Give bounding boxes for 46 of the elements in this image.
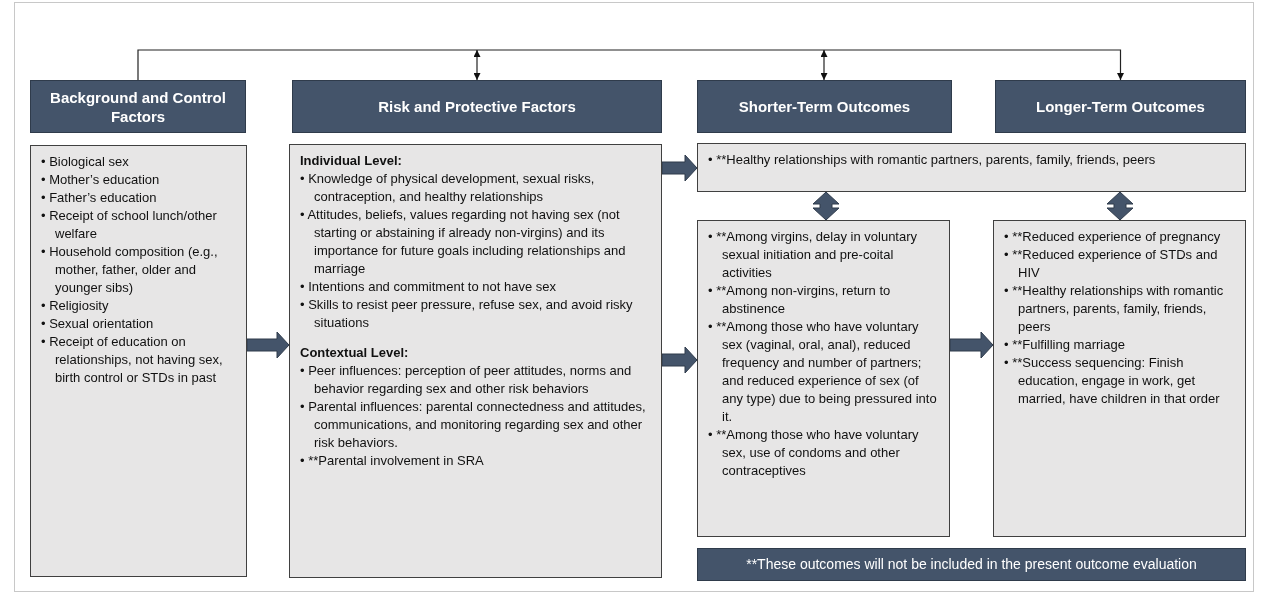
bullet-text: • **Healthy relationships with romantic partners, parents, family, friends, peers — [1004, 282, 1225, 336]
bullet-text: • Skills to resist peer pressure, refuse sex, and avoid risky situations — [300, 296, 634, 332]
list-box — [30, 145, 247, 577]
level-heading: Individual Level: — [300, 152, 403, 170]
arrow — [137, 49, 1124, 81]
header-box: Shorter-Term Outcomes — [697, 80, 952, 133]
bullet-text: • Peer influences: perception of peer attitudes, norms and behavior regarding sex and other risk behaviors — [300, 362, 633, 398]
arrow — [820, 49, 828, 81]
bullet-text: • **Success sequencing: Finish education, engage in work, get married, have children in that order — [1004, 354, 1221, 408]
bullet-text: • **Among those who have voluntary sex, use of condoms and other contraceptives — [708, 426, 920, 480]
list-box — [697, 220, 950, 537]
block-arrow — [246, 331, 290, 359]
bullet-text: • Biological sex — [41, 153, 130, 171]
bullet-text: • Intentions and commitment to not have sex — [300, 278, 558, 296]
bullet-text: • Household composition (e.g., mother, father, older and younger sibs) — [41, 243, 219, 297]
block-arrow — [1106, 191, 1134, 221]
level-heading: Contextual Level: — [300, 344, 410, 362]
bullet-text: • **Among those who have voluntary sex (vaginal, oral, anal), reduced frequency and number of partners; and reduced experience of sex (of any type) due to being pressured into it. — [708, 318, 938, 426]
bullet-text: • Receipt of school lunch/other welfare — [41, 207, 218, 243]
bullet-text: • Receipt of education on relationships, not having sex, birth control or STDs in past — [41, 333, 224, 387]
header-box: Risk and Protective Factors — [292, 80, 662, 133]
bullet-text: • **Reduced experience of pregnancy — [1004, 228, 1222, 246]
bullet-text: • Attitudes, beliefs, values regarding not having sex (not starting or abstaining if already non-virgins) and its importance for future goals including relationships and marriage — [300, 206, 627, 278]
list-box — [993, 220, 1246, 537]
block-arrow — [812, 191, 840, 221]
block-arrow — [949, 331, 994, 359]
bullet-text: • Mother’s education — [41, 171, 161, 189]
block-arrow — [661, 154, 698, 182]
bullet-text: • Parental influences: parental connectedness and attitudes, communications, and monitoring regarding sex and other risk behaviors. — [300, 398, 647, 452]
header-box: Longer-Term Outcomes — [995, 80, 1246, 133]
bullet-text: • **Among non-virgins, return to abstinence — [708, 282, 892, 318]
bullet-text: • Religiosity — [41, 297, 110, 315]
bullet-text: • Sexual orientation — [41, 315, 155, 333]
block-arrow — [661, 346, 698, 374]
list-box — [697, 143, 1246, 192]
bullet-text: • **Reduced experience of STDs and HIV — [1004, 246, 1219, 282]
bullet-text: • **Healthy relationships with romantic partners, parents, family, friends, peers — [708, 151, 1157, 169]
list-box — [289, 144, 662, 578]
bullet-text: • Father’s education — [41, 189, 158, 207]
arrow — [473, 49, 481, 81]
bullet-text: • Knowledge of physical development, sexual risks, contraception, and healthy relationships — [300, 170, 596, 206]
header-box: Background and Control Factors — [30, 80, 246, 133]
bullet-text: • **Fulfilling marriage — [1004, 336, 1126, 354]
bullet-text: • **Among virgins, delay in voluntary sexual initiation and pre-coital activities — [708, 228, 919, 282]
note-banner: **These outcomes will not be included in the present outcome evaluation — [697, 548, 1246, 581]
bullet-text: • **Parental involvement in SRA — [300, 452, 485, 470]
